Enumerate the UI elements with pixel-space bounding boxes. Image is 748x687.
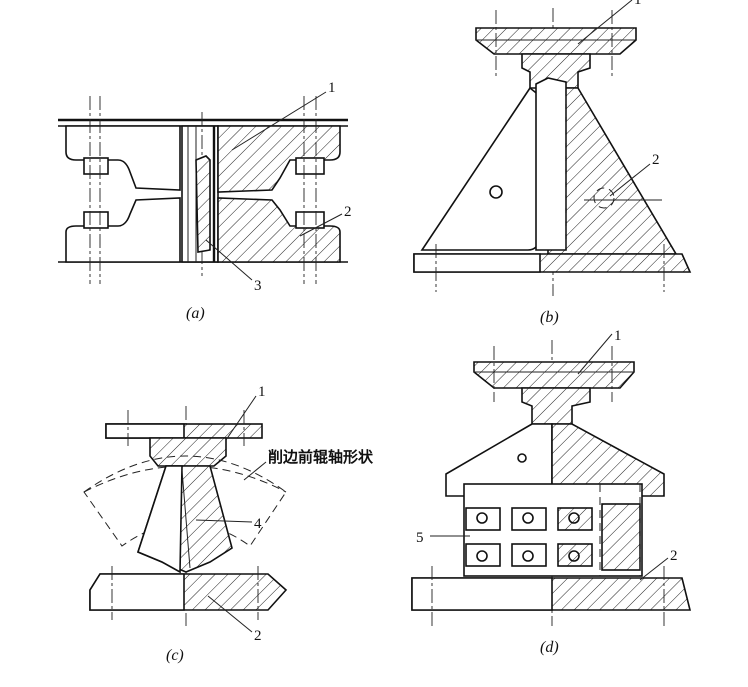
caption-d: (d) (540, 639, 559, 656)
label-b-1: 1 (634, 0, 642, 8)
label-a-3: 3 (254, 278, 262, 294)
label-d-1: 1 (614, 328, 622, 344)
label-a-1: 1 (328, 80, 336, 96)
caption-b: (b) (540, 309, 559, 326)
label-a-2: 2 (344, 204, 352, 220)
caption-a: (a) (186, 305, 205, 322)
note-original-roll-shape: 削边前辊轴形状 (268, 448, 374, 466)
label-b-2: 2 (652, 152, 660, 168)
label-c-2: 2 (254, 628, 262, 644)
panel-a: 1 2 3 (a) (58, 80, 352, 322)
label-c-1: 1 (258, 384, 266, 400)
panel-b: 1 2 (b) (413, 0, 692, 326)
caption-c: (c) (166, 647, 184, 664)
panel-d: 1 5 2 (d) (411, 328, 692, 656)
label-d-2: 2 (670, 548, 678, 564)
panel-c: 1 4 2 削边前辊轴形状 (c) (83, 384, 374, 664)
label-d-5: 5 (416, 530, 424, 546)
label-c-4: 4 (254, 516, 262, 532)
